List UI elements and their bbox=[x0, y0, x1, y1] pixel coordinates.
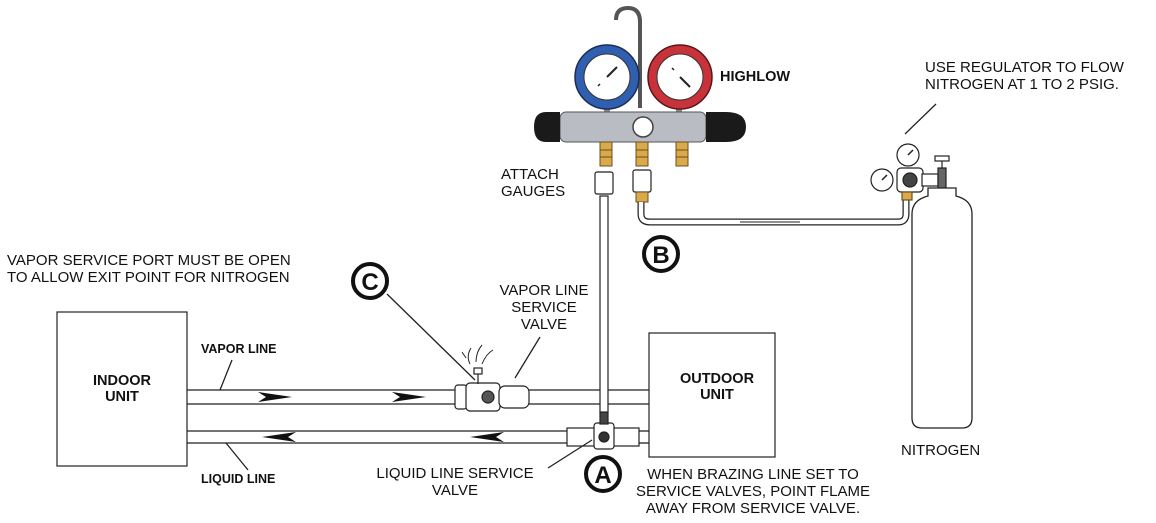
marker-b: B bbox=[652, 242, 669, 269]
liquid-line-label: LIQUID LINE bbox=[201, 472, 276, 486]
marker-a-circle bbox=[584, 455, 622, 493]
nitrogen-regulator bbox=[870, 143, 950, 201]
vapor-flow-arrow bbox=[258, 392, 292, 402]
outdoor-unit-label: OUTDOOR UNIT bbox=[679, 371, 755, 404]
vapor-line-label: VAPOR LINE bbox=[201, 342, 277, 356]
vapor-service-valve bbox=[454, 367, 530, 412]
nitrogen-hose bbox=[637, 198, 910, 226]
liquid-service-valve bbox=[566, 411, 640, 450]
attach-gauges-label: ATTACH GAUGES bbox=[501, 166, 566, 200]
gauge-hose-to-liquid-valve bbox=[599, 195, 609, 413]
marker-a: A bbox=[594, 462, 611, 489]
liquid-flow-arrow bbox=[262, 432, 296, 442]
vapor-port-note: VAPOR SERVICE PORT MUST BE OPEN TO ALLOW… bbox=[7, 252, 291, 286]
vapor-line-leader-line bbox=[219, 359, 233, 391]
nitrogen-tank bbox=[911, 187, 973, 429]
indoor-unit-box bbox=[56, 311, 188, 467]
indoor-unit-label: INDOOR UNIT bbox=[93, 373, 151, 406]
brazing-note: WHEN BRAZING LINE SET TO SERVICE VALVES,… bbox=[636, 466, 870, 517]
marker-c-leader-line bbox=[386, 293, 476, 381]
regulator-note: USE REGULATOR TO FLOW NITROGEN AT 1 TO 2… bbox=[925, 59, 1124, 93]
liquid-line-leader-line bbox=[225, 442, 249, 471]
highlow-label: HIGHLOW bbox=[720, 69, 791, 85]
vapor-line-service-valve-label: VAPOR LINE SERVICE VALVE bbox=[499, 282, 589, 333]
marker-c: C bbox=[361, 269, 378, 296]
nitrogen-exit-puff bbox=[461, 344, 494, 365]
marker-b-circle bbox=[642, 235, 680, 273]
liquid-line-pipe bbox=[187, 430, 649, 444]
vapor-line-pipe bbox=[187, 389, 649, 405]
outdoor-unit-box bbox=[648, 332, 776, 458]
liquid-flow-arrow bbox=[470, 432, 504, 442]
vapor-valve-leader-line bbox=[514, 336, 541, 379]
nitrogen-label: NITROGEN bbox=[901, 442, 981, 459]
vapor-flow-arrow bbox=[392, 392, 426, 402]
gauge-manifold bbox=[534, 5, 746, 203]
liquid-line-service-valve-label: LIQUID LINE SERVICE VALVE bbox=[376, 465, 534, 499]
marker-c-circle bbox=[351, 262, 389, 300]
regulator-leader-line bbox=[904, 103, 937, 135]
liquid-valve-leader-line bbox=[547, 439, 593, 469]
